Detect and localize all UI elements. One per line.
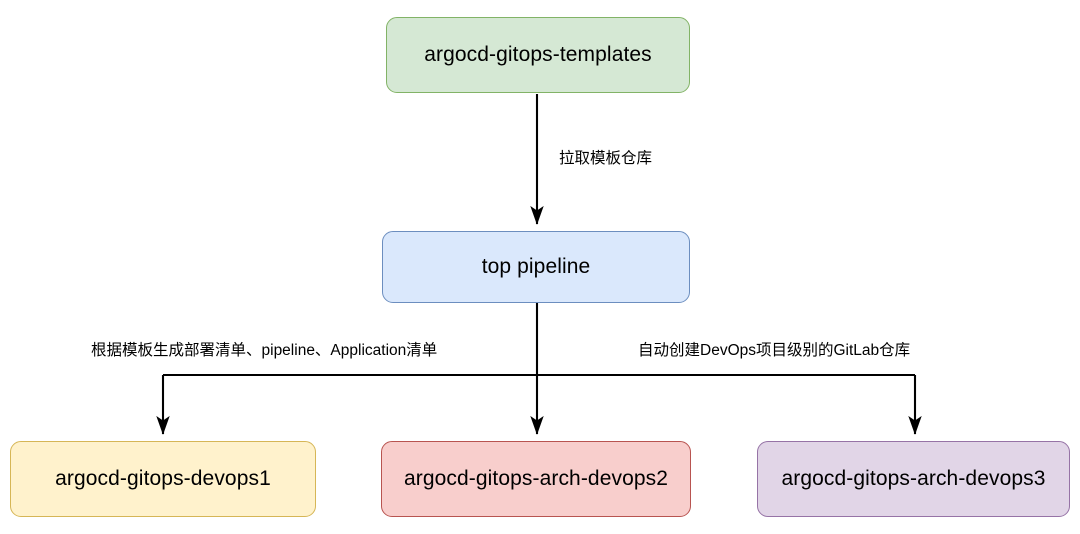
node-label: top pipeline — [481, 255, 591, 279]
node-argocd-gitops-devops1[interactable]: argocd-gitops-devops1 — [10, 441, 316, 517]
node-label: argocd-gitops-devops1 — [55, 467, 271, 491]
edge-label-pull-template-repo: 拉取模板仓库 — [556, 150, 656, 169]
edge-label-generate-manifests: 根据模板生成部署清单、pipeline、Application清单 — [88, 342, 441, 361]
node-argocd-gitops-arch-devops3[interactable]: argocd-gitops-arch-devops3 — [757, 441, 1070, 517]
node-label: argocd-gitops-arch-devops3 — [781, 467, 1046, 491]
node-label: argocd-gitops-arch-devops2 — [403, 467, 669, 491]
edge-label-create-gitlab-repo: 自动创建DevOps项目级别的GitLab仓库 — [635, 342, 914, 361]
node-argocd-gitops-arch-devops2[interactable]: argocd-gitops-arch-devops2 — [381, 441, 691, 517]
node-top-pipeline[interactable]: top pipeline — [382, 231, 690, 303]
node-label: argocd-gitops-templates — [424, 43, 652, 67]
node-argocd-gitops-templates[interactable]: argocd-gitops-templates — [386, 17, 690, 93]
